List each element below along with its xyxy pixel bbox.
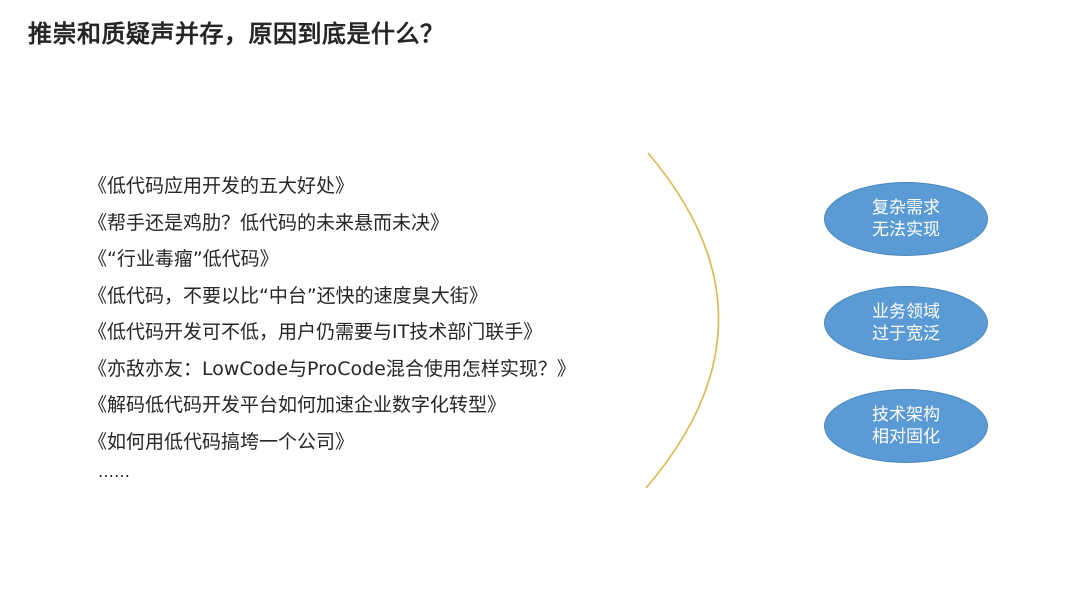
list-item: 《如何用低代码搞垮一个公司》 <box>88 430 355 453</box>
bubble-label-line2: 无法实现 <box>872 220 940 240</box>
bubble-label-line1: 业务领域 <box>872 302 940 322</box>
reason-bubble-broad-domain: 业务领域 过于宽泛 <box>824 286 988 360</box>
bubble-label-line2: 过于宽泛 <box>872 324 940 344</box>
reason-bubble-complex-requirements: 复杂需求 无法实现 <box>824 182 988 256</box>
list-item: 《亦敌亦友：LowCode与ProCode混合使用怎样实现？》 <box>88 357 576 380</box>
list-item: 《低代码开发可不低，用户仍需要与IT技术部门联手》 <box>88 321 543 343</box>
list-item: 《解码低代码开发平台如何加速企业数字化转型》 <box>88 394 507 416</box>
arc-line <box>645 152 720 489</box>
list-item: 《帮手还是鸡肋？低代码的未来悬而未决》 <box>88 211 450 234</box>
list-item: 《低代码应用开发的五大好处》 <box>88 175 355 197</box>
article-list: 《低代码应用开发的五大好处》 《帮手还是鸡肋？低代码的未来悬而未决》 《“行业毒… <box>88 168 576 460</box>
list-item: 《低代码，不要以比“中台”还快的速度臭大街》 <box>88 284 488 307</box>
page-title: 推崇和质疑声并存，原因到底是什么？ <box>28 20 445 48</box>
bubble-label-line1: 技术架构 <box>872 405 940 425</box>
reason-bubble-rigid-architecture: 技术架构 相对固化 <box>824 389 988 463</box>
list-ellipsis: …… <box>98 462 130 481</box>
bubble-label-line2: 相对固化 <box>872 427 940 447</box>
bubble-label-line1: 复杂需求 <box>872 198 940 218</box>
list-item: 《“行业毒瘤”低代码》 <box>88 248 279 270</box>
